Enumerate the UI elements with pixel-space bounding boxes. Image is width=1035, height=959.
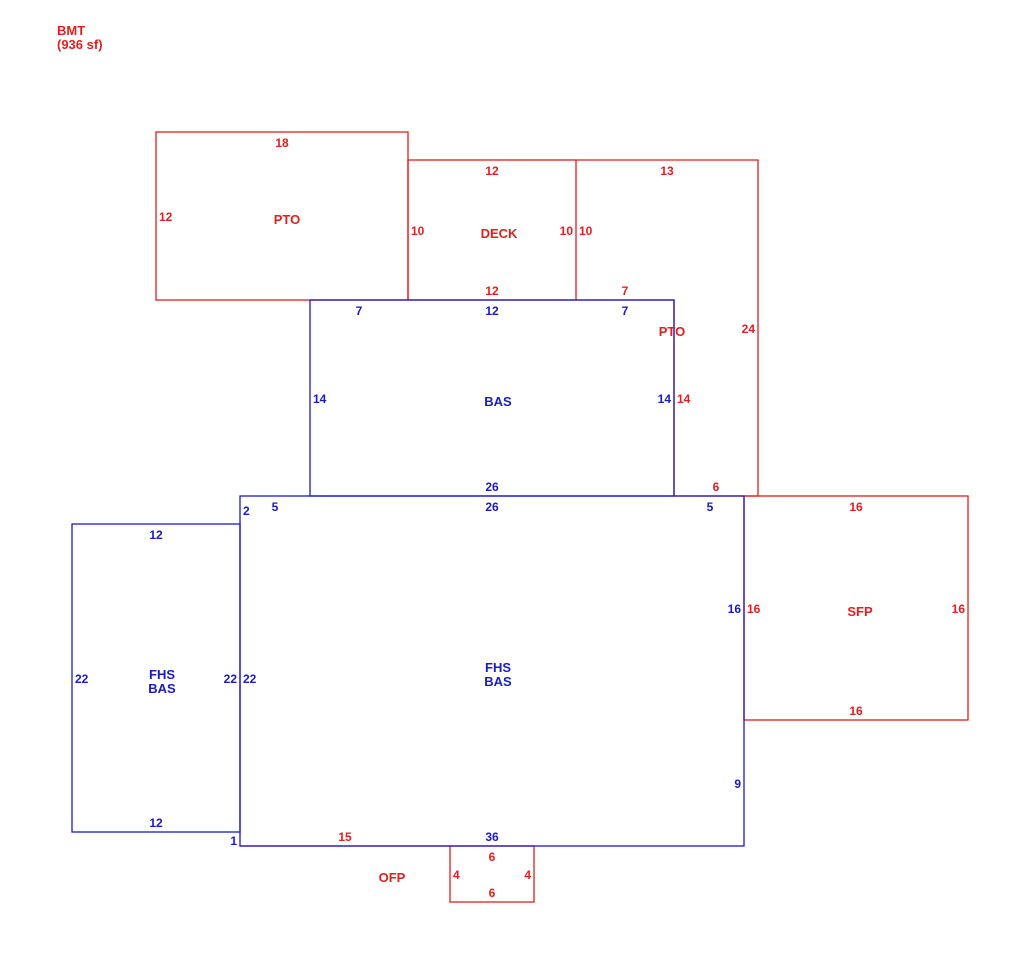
dim-label: 7	[622, 284, 629, 298]
fhs-left-name-line1: FHS	[149, 667, 175, 682]
dim-label: 16	[849, 704, 863, 718]
pto-right-name: PTO	[659, 324, 686, 339]
dim-label: 16	[952, 602, 966, 616]
dim-label: 14	[658, 392, 672, 406]
fhs-left-outline	[71, 523, 241, 833]
dim-label: 10	[579, 224, 593, 238]
dim-label: 6	[713, 480, 720, 494]
dim-label: 26	[485, 480, 499, 494]
dim-label: 13	[660, 164, 674, 178]
dim-label: 16	[747, 602, 761, 616]
dim-label: 6	[489, 886, 496, 900]
dim-label: 9	[734, 777, 741, 791]
dim-label: 18	[275, 136, 289, 150]
dim-label: 7	[622, 304, 629, 318]
fhs-left-name-line2: BAS	[148, 681, 176, 696]
pto-left-name: PTO	[274, 212, 301, 227]
dim-label: 22	[224, 672, 238, 686]
dim-label: 2	[243, 504, 250, 518]
deck-name: DECK	[481, 226, 518, 241]
dim-label: 12	[485, 284, 499, 298]
dim-label: 12	[485, 164, 499, 178]
ofp-name: OFP	[379, 870, 406, 885]
dim-label: 22	[75, 672, 89, 686]
sketch-area: (936 sf)	[57, 37, 103, 52]
dim-label: 14	[677, 392, 691, 406]
dim-label: 22	[243, 672, 257, 686]
dim-label: 5	[707, 500, 714, 514]
main-name-line1: FHS	[485, 660, 511, 675]
dim-label: 15	[338, 830, 352, 844]
dim-label: 14	[313, 392, 327, 406]
dim-label: 4	[453, 868, 460, 882]
sketch-header: BMT (936 sf)	[57, 24, 103, 52]
dim-label: 12	[149, 816, 163, 830]
dim-label: 12	[149, 528, 163, 542]
dim-label: 10	[560, 224, 574, 238]
dim-label: 4	[524, 868, 531, 882]
dim-label: 16	[849, 500, 863, 514]
dim-label: 26	[485, 500, 499, 514]
sketch-title: BMT	[57, 23, 86, 38]
dim-label: 16	[728, 602, 742, 616]
dim-label: 12	[485, 304, 499, 318]
bas-upper-name: BAS	[484, 394, 512, 409]
dim-label: 5	[272, 500, 279, 514]
dim-label: 10	[411, 224, 425, 238]
dim-label: 7	[356, 304, 363, 318]
dim-label: 6	[489, 850, 496, 864]
dim-label: 1	[230, 834, 237, 848]
dim-label: 24	[742, 322, 756, 336]
sfp-name: SFP	[847, 604, 873, 619]
dim-label: 36	[485, 830, 499, 844]
main-name-line2: BAS	[484, 674, 512, 689]
dim-label: 12	[159, 210, 173, 224]
